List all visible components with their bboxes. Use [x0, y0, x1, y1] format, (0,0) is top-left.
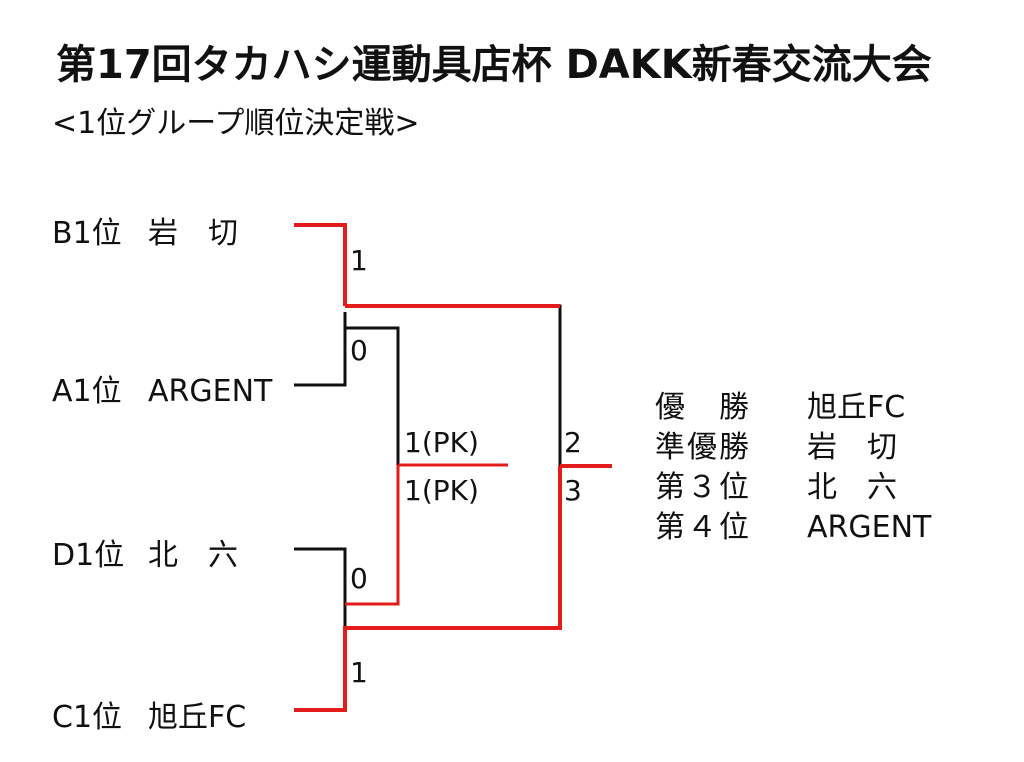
team-name: 旭丘FC — [148, 700, 247, 735]
standing-rank: 第４位 — [655, 510, 751, 545]
standing-row: 第４位 ARGENT — [655, 508, 931, 548]
bracket-line-sf2-loser — [345, 465, 400, 606]
score-final-top: 2 — [564, 426, 582, 459]
score-sf1-top: 1 — [350, 244, 368, 277]
page-title: 第17回タカハシ運動具店杯 DAKK新春交流大会 — [56, 42, 932, 88]
page-subtitle: <1位グループ順位決定戦> — [52, 106, 420, 141]
score-sf2-bottom: 1 — [350, 656, 368, 689]
team-entry-d1: D1位北 六 — [52, 530, 238, 574]
score-sf1-bottom: 0 — [350, 334, 368, 367]
standing-row: 第３位 北 六 — [655, 468, 931, 508]
bracket-line-sf1-loser — [345, 326, 400, 465]
score-final-bottom: 3 — [564, 474, 582, 507]
standing-row: 準優勝 岩 切 — [655, 428, 931, 468]
score-third-top: 1(PK) — [404, 426, 479, 459]
final-standings: 優 勝 旭丘FC 準優勝 岩 切 第３位 北 六 第４位 ARGENT — [655, 388, 931, 548]
team-entry-b1: B1位岩 切 — [52, 208, 238, 252]
team-name: ARGENT — [148, 374, 273, 409]
standing-team: 北 六 — [807, 470, 897, 505]
team-name: 北 六 — [148, 538, 238, 573]
standing-team: ARGENT — [807, 510, 932, 545]
team-seed: D1位 — [52, 538, 125, 573]
standing-row: 優 勝 旭丘FC — [655, 388, 931, 428]
standing-team: 旭丘FC — [807, 390, 906, 425]
score-third-bottom: 1(PK) — [404, 474, 479, 507]
team-entry-c1: C1位旭丘FC — [52, 692, 246, 736]
standing-rank: 第３位 — [655, 470, 751, 505]
team-seed: A1位 — [52, 374, 122, 409]
bracket-line-b1 — [294, 223, 347, 306]
bracket-line-c1 — [294, 626, 347, 712]
standing-rank: 優 勝 — [655, 390, 751, 425]
standing-team: 岩 切 — [807, 430, 897, 465]
score-sf2-top: 0 — [350, 562, 368, 595]
bracket-line-sf2-winner — [345, 466, 562, 630]
standing-rank: 準優勝 — [655, 430, 751, 465]
bracket-line-d1 — [294, 547, 347, 626]
bracket-line-a1 — [294, 312, 347, 387]
team-seed: C1位 — [52, 700, 123, 735]
team-entry-a1: A1位 ARGENT — [52, 366, 272, 410]
team-name: 岩 切 — [148, 216, 238, 251]
team-seed: B1位 — [52, 216, 122, 251]
